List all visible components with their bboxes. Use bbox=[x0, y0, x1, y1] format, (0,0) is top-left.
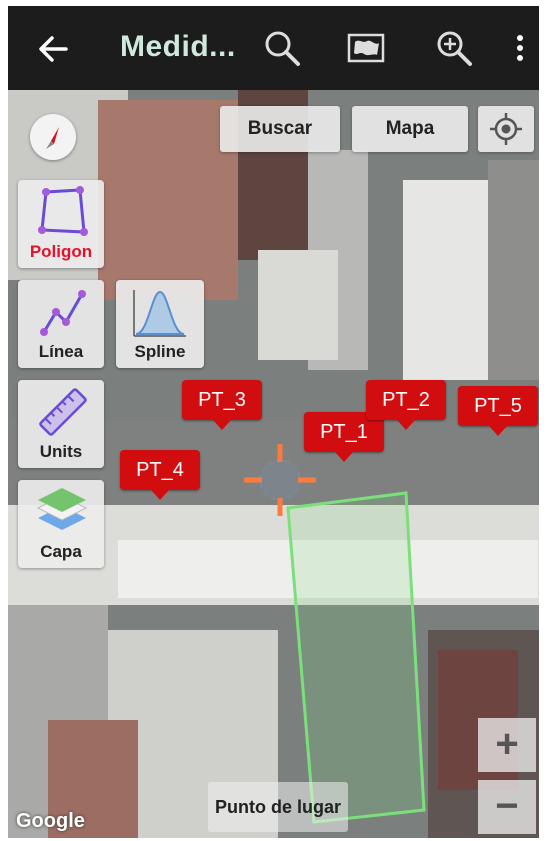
map-layers-icon[interactable] bbox=[346, 28, 386, 68]
ruler-icon bbox=[39, 388, 87, 436]
layers-tool-button[interactable]: Capa bbox=[18, 480, 104, 568]
point-marker[interactable]: PT_3 bbox=[182, 380, 262, 430]
place-point-button[interactable]: Punto de lugar bbox=[208, 782, 348, 832]
search-icon[interactable] bbox=[262, 28, 302, 68]
zoom-in-button[interactable]: + bbox=[478, 718, 536, 772]
map-type-button[interactable]: Mapa bbox=[352, 106, 468, 152]
point-marker[interactable]: PT_5 bbox=[458, 386, 538, 436]
search-button[interactable]: Buscar bbox=[220, 106, 340, 152]
page-title: Medid... bbox=[120, 30, 236, 63]
line-tool-button[interactable]: Línea bbox=[18, 280, 104, 368]
map-block bbox=[98, 100, 238, 300]
polygon-tool-button[interactable]: Poligon bbox=[18, 180, 104, 268]
polygon-icon bbox=[38, 186, 88, 236]
map-view[interactable]: Buscar Mapa Poligon bbox=[8, 90, 539, 838]
map-block bbox=[488, 160, 539, 380]
polyline-icon bbox=[40, 290, 86, 336]
more-vert-icon[interactable] bbox=[500, 28, 539, 68]
zoom-in-icon[interactable] bbox=[434, 28, 474, 68]
layers-tool-label: Capa bbox=[40, 542, 82, 561]
app-frame: Medid... bbox=[8, 6, 539, 838]
map-block bbox=[48, 720, 138, 838]
spline-tool-label: Spline bbox=[134, 342, 186, 361]
compass-button[interactable] bbox=[30, 114, 76, 160]
my-location-button[interactable] bbox=[478, 106, 534, 152]
app-bar: Medid... bbox=[8, 6, 539, 90]
zoom-out-button[interactable]: − bbox=[478, 780, 536, 834]
spline-tool-button[interactable]: Spline bbox=[116, 280, 204, 368]
units-tool-label: Units bbox=[39, 442, 83, 461]
map-patch bbox=[118, 540, 538, 598]
measured-polygon bbox=[286, 491, 426, 824]
crosshair-icon bbox=[244, 444, 316, 516]
back-arrow-icon[interactable] bbox=[36, 32, 70, 66]
layers-icon bbox=[36, 488, 88, 530]
compass-icon bbox=[46, 127, 59, 149]
google-attribution: Google bbox=[16, 810, 85, 832]
point-marker[interactable]: PT_2 bbox=[366, 380, 446, 430]
polygon-tool-label: Poligon bbox=[29, 242, 93, 261]
spline-icon bbox=[133, 290, 186, 337]
my-location-icon bbox=[490, 113, 522, 145]
line-tool-label: Línea bbox=[38, 342, 84, 361]
point-marker[interactable]: PT_4 bbox=[120, 450, 200, 500]
map-block bbox=[258, 250, 338, 360]
units-tool-button[interactable]: Units bbox=[18, 380, 104, 468]
map-block bbox=[403, 180, 488, 380]
